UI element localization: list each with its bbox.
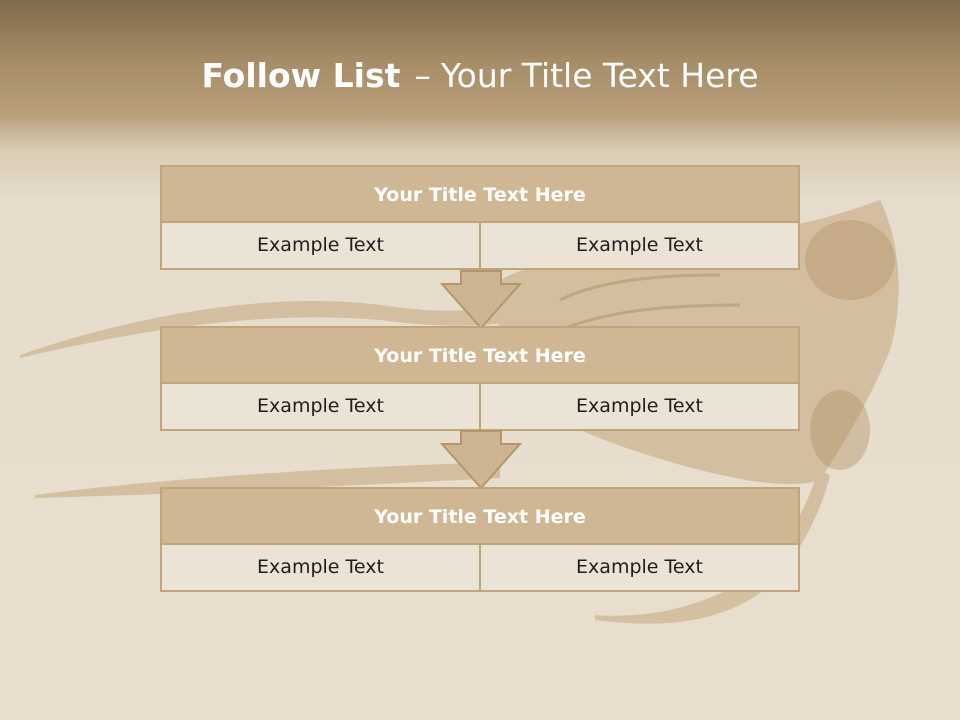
step-title: Your Title Text Here xyxy=(162,167,798,223)
title-dash: – xyxy=(414,56,431,95)
step-cell-left: Example Text xyxy=(162,545,479,590)
down-arrow-icon xyxy=(440,270,522,330)
step-cell-right: Example Text xyxy=(479,223,798,268)
step-cell-right: Example Text xyxy=(479,545,798,590)
step-title: Your Title Text Here xyxy=(162,328,798,384)
step-row: Example Text Example Text xyxy=(162,545,798,590)
title-bold-text: Follow List xyxy=(201,56,401,95)
step-title: Your Title Text Here xyxy=(162,489,798,545)
step-row: Example Text Example Text xyxy=(162,223,798,268)
down-arrow-icon xyxy=(440,430,522,490)
title-rest-text: Your Title Text Here xyxy=(440,56,759,95)
step-cell-left: Example Text xyxy=(162,384,479,429)
step-cell-right: Example Text xyxy=(479,384,798,429)
step-box-1: Your Title Text Here Example Text Exampl… xyxy=(160,165,800,270)
step-row: Example Text Example Text xyxy=(162,384,798,429)
step-box-2: Your Title Text Here Example Text Exampl… xyxy=(160,326,800,431)
step-box-3: Your Title Text Here Example Text Exampl… xyxy=(160,487,800,592)
slide-title: Follow List–Your Title Text Here xyxy=(0,52,960,100)
step-cell-left: Example Text xyxy=(162,223,479,268)
